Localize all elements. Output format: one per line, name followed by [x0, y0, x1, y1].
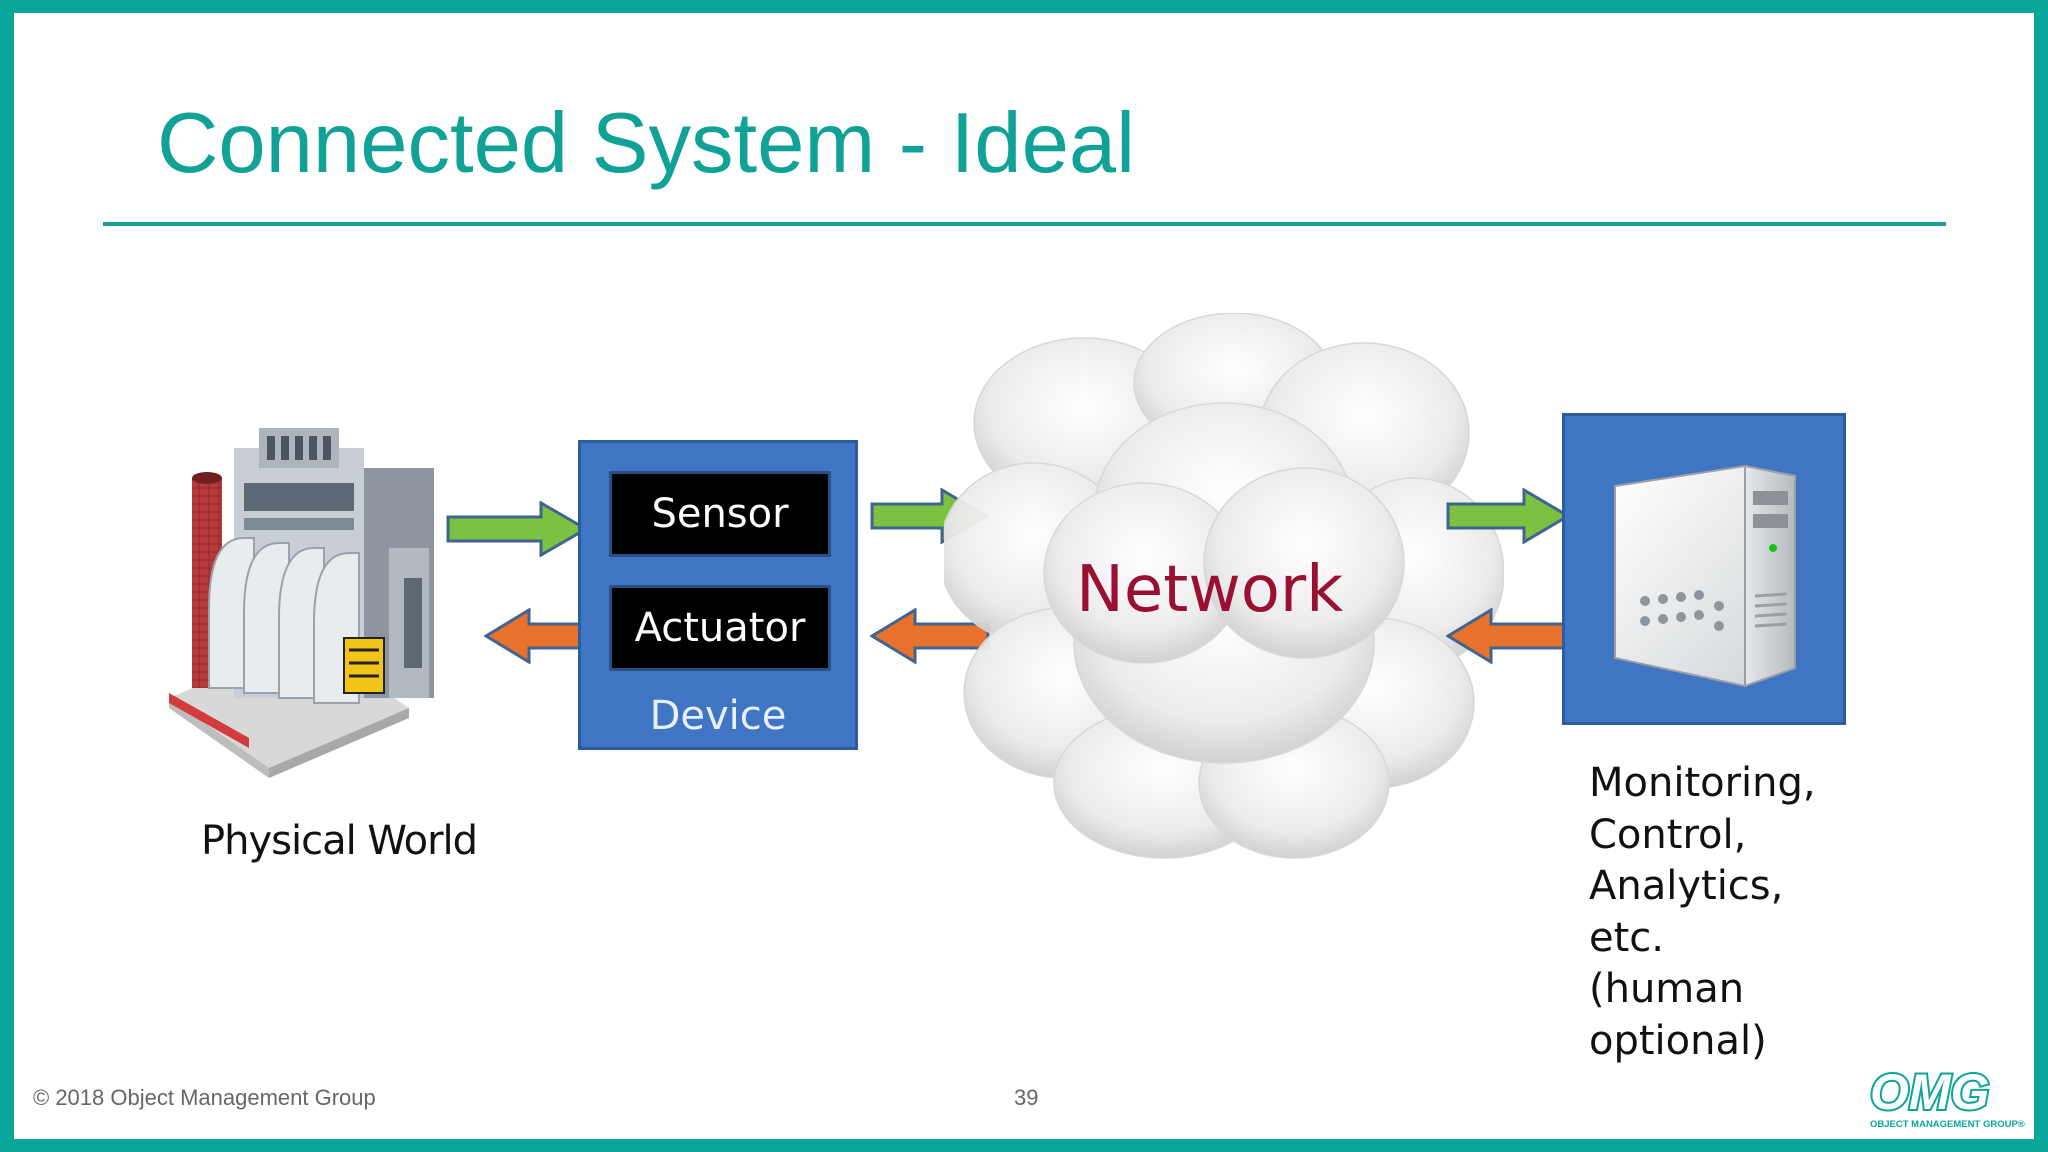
- device-box: Sensor Actuator Device: [578, 440, 858, 750]
- page-number: 39: [1014, 1085, 1039, 1110]
- arrow-right-icon: [1446, 488, 1571, 544]
- arrow-left-icon: [870, 608, 990, 664]
- physical-world-label: Physical World: [201, 818, 478, 864]
- cloud-icon: [944, 313, 1504, 859]
- title-divider: [103, 222, 1946, 226]
- slide-title: Connected System - Ideal: [157, 96, 1135, 191]
- arrow-left-icon: [1446, 608, 1571, 664]
- omg-logo-subtext: OBJECT MANAGEMENT GROUP®: [1870, 1119, 2025, 1130]
- omg-logo: OMG OBJECT MANAGEMENT GROUP®: [1868, 1065, 2025, 1130]
- slide: Connected System - Ideal: [14, 13, 2034, 1139]
- actuator-box: Actuator: [609, 585, 831, 671]
- device-label: Device: [649, 693, 787, 739]
- monitoring-label: Monitoring, Control, Analytics, etc. (hu…: [1589, 760, 1816, 1064]
- server-panel: [1562, 413, 1846, 725]
- network-label: Network: [1076, 553, 1344, 627]
- sensor-box: Sensor: [609, 471, 831, 557]
- server-icon: [1614, 464, 1796, 688]
- factory-icon: [169, 428, 434, 778]
- omg-logo-text: OMG: [1870, 1065, 1989, 1120]
- copyright-text: © 2018 Object Management Group: [33, 1085, 376, 1110]
- arrow-right-icon: [446, 501, 589, 557]
